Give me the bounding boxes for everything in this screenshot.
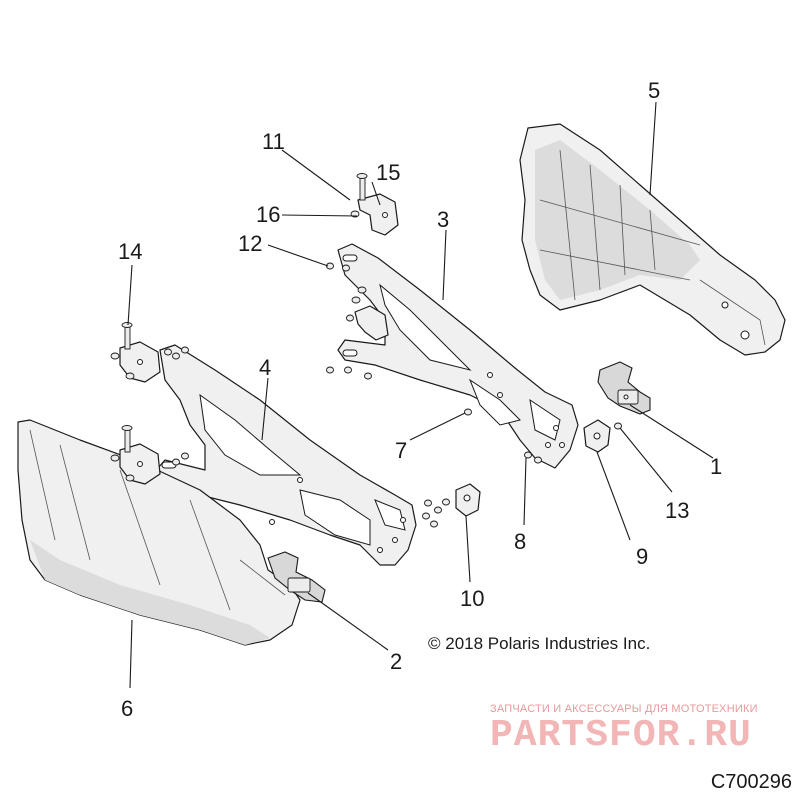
part-5-rear-door-panel bbox=[519, 123, 786, 356]
callout-6: 6 bbox=[121, 696, 133, 721]
callout-5: 5 bbox=[648, 78, 660, 103]
callout-9: 9 bbox=[636, 544, 648, 569]
callout-13: 13 bbox=[665, 498, 689, 523]
callout-16: 16 bbox=[256, 202, 280, 227]
part-14-hinge-bracket-left-upper bbox=[110, 322, 161, 383]
part-2-latch-lower bbox=[267, 551, 326, 603]
callout-4: 4 bbox=[259, 355, 271, 380]
part-3-upper-door-frame bbox=[337, 243, 579, 469]
callout-2: 2 bbox=[390, 649, 402, 674]
part-10-striker-lower bbox=[455, 483, 481, 517]
part-9-striker-upper bbox=[583, 419, 611, 453]
part-15-hinge-bracket-top bbox=[350, 173, 399, 236]
callout-labels: 1 2 3 4 5 6 7 8 9 10 11 12 13 14 15 16 bbox=[118, 78, 722, 721]
callout-1: 1 bbox=[710, 454, 722, 479]
watermark-tagline: ЗАПЧАСТИ И АКСЕССУАРЫ ДЛЯ МОТОТЕХНИКИ bbox=[490, 703, 758, 715]
callout-14: 14 bbox=[118, 239, 142, 264]
hinge-bracket-mid bbox=[346, 286, 389, 341]
part-4-lower-door-frame bbox=[157, 344, 417, 566]
callout-10: 10 bbox=[460, 586, 484, 611]
part-14-hinge-bracket-left-lower bbox=[110, 425, 161, 485]
watermark-logo: PARTSFOR.RU bbox=[490, 714, 752, 757]
leader-lines bbox=[127, 101, 714, 689]
diagram-code: C700296 bbox=[710, 771, 792, 793]
callout-3: 3 bbox=[437, 207, 449, 232]
callout-15: 15 bbox=[376, 160, 400, 185]
fastener-screws bbox=[164, 262, 622, 528]
callout-8: 8 bbox=[514, 529, 526, 554]
part-1-latch-upper bbox=[597, 361, 651, 415]
callout-12: 12 bbox=[238, 231, 262, 256]
copyright-notice: © 2018 Polaris Industries Inc. bbox=[428, 634, 651, 653]
callout-7: 7 bbox=[395, 438, 407, 463]
callout-11: 11 bbox=[262, 129, 285, 154]
